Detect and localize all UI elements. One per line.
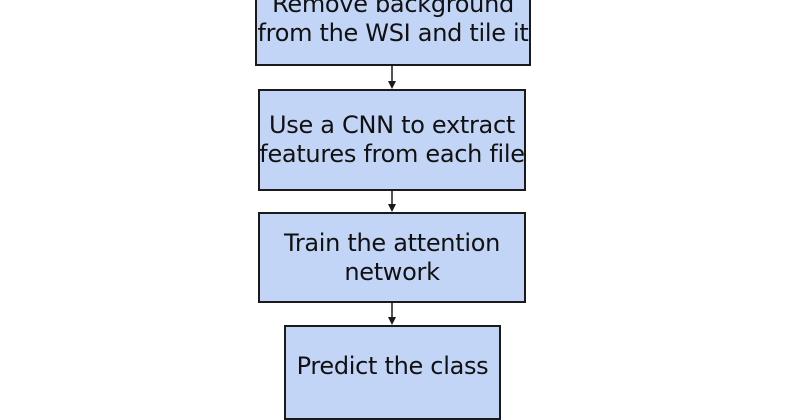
step-4-line-1: Predict the class [296, 352, 489, 380]
step-1-line-2: from the WSI and tile it [257, 19, 529, 47]
arrow-3-to-4 [388, 303, 396, 325]
arrow-1-to-2 [388, 66, 396, 89]
step-2-line-1: Use a CNN to extract [269, 111, 515, 139]
step-predict-class: Predict the class [284, 325, 501, 420]
step-remove-background: Remove background from the WSI and tile … [255, 0, 531, 66]
arrow-2-to-3 [388, 191, 396, 212]
step-3-line-2: network [344, 257, 440, 286]
step-extract-features: Use a CNN to extract features from each … [258, 89, 526, 191]
step-train-attention: Train the attention network [258, 212, 526, 303]
step-3-line-1: Train the attention [283, 228, 500, 257]
step-2-line-2: features from each file [259, 140, 525, 168]
step-1-line-1: Remove background [272, 0, 514, 18]
